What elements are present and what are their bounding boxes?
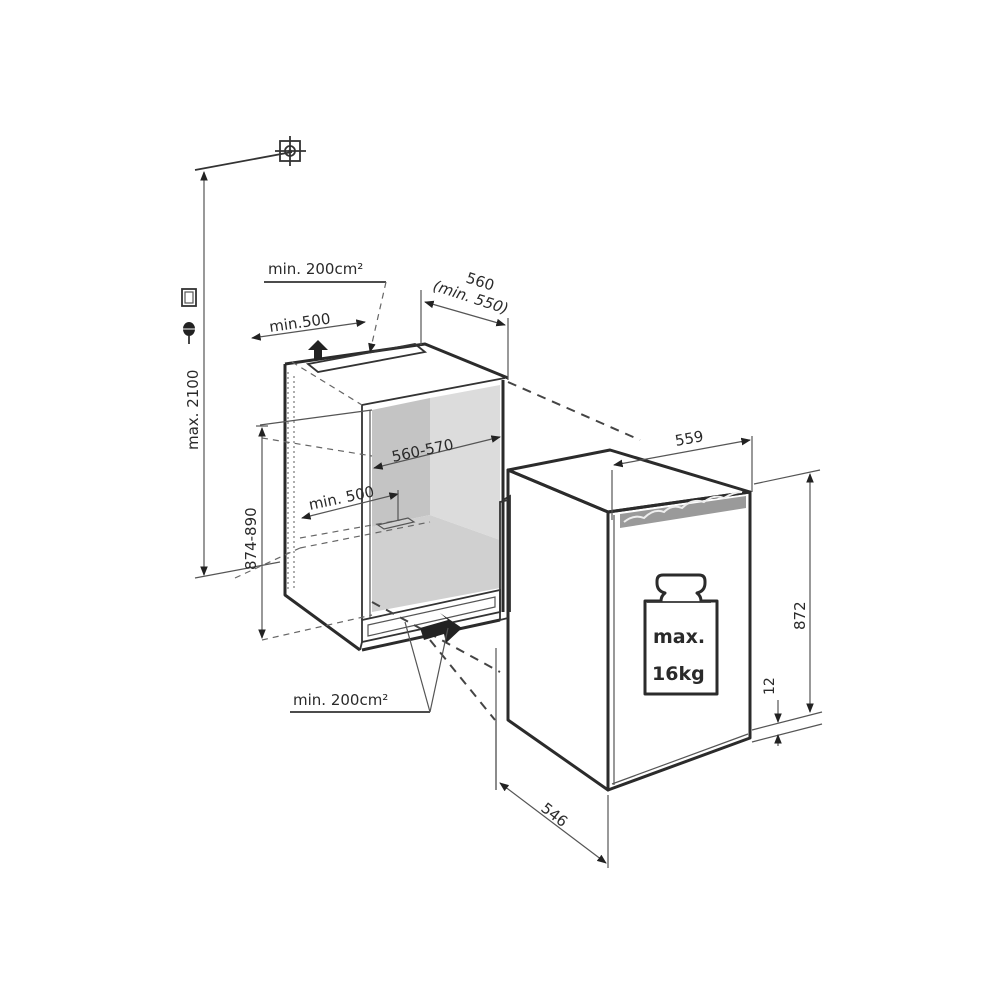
weight-icon: max. 16kg (643, 573, 719, 696)
plinth-gap-dimension: 12 (751, 677, 823, 746)
niche-width-dimension: 560 (min. 550) (420, 269, 511, 380)
max-height-dimension: max. 2100 (184, 151, 293, 579)
socket-box-icon (181, 288, 197, 307)
appliance-height-label: 872 (791, 601, 809, 630)
bottom-vent-area-label: min. 200cm² (293, 691, 388, 709)
top-vent-area-callout: min. 200cm² (264, 260, 387, 353)
refrigerator-appliance (495, 448, 752, 792)
niche-height-label: 874-890 (242, 507, 260, 570)
crosshair-target-icon (275, 136, 306, 166)
top-vent-depth-dimension: min.500 (251, 310, 366, 341)
plinth-gap-label: 12 (762, 677, 778, 695)
appliance-width-dimension: 559 (611, 427, 753, 520)
top-vent-area-label: min. 200cm² (268, 260, 363, 278)
airflow-arrow-bottom (420, 613, 462, 643)
appliance-depth-dimension: 546 (495, 720, 609, 868)
max-height-label: max. 2100 (184, 370, 202, 450)
appliance-depth-label: 546 (538, 799, 572, 831)
appliance-height-dimension: 872 (753, 469, 821, 713)
niche-depth-label: min. 500 (307, 482, 376, 513)
weight-value-label: 16kg (652, 663, 705, 685)
control-panel-strip (620, 496, 746, 528)
airflow-arrow-top (308, 340, 328, 360)
bottom-vent-area-callout: min. 200cm² (290, 621, 449, 713)
niche-back-wall-right (430, 385, 500, 540)
niche-cabinet (234, 340, 641, 721)
appliance-width-label: 559 (674, 427, 705, 450)
top-vent-depth-label: min.500 (268, 310, 332, 336)
niche-height-dimension: 874-890 (242, 425, 268, 639)
weight-max-label: max. (653, 626, 705, 648)
niche-floor (372, 515, 500, 612)
power-plug-icon (183, 322, 196, 344)
